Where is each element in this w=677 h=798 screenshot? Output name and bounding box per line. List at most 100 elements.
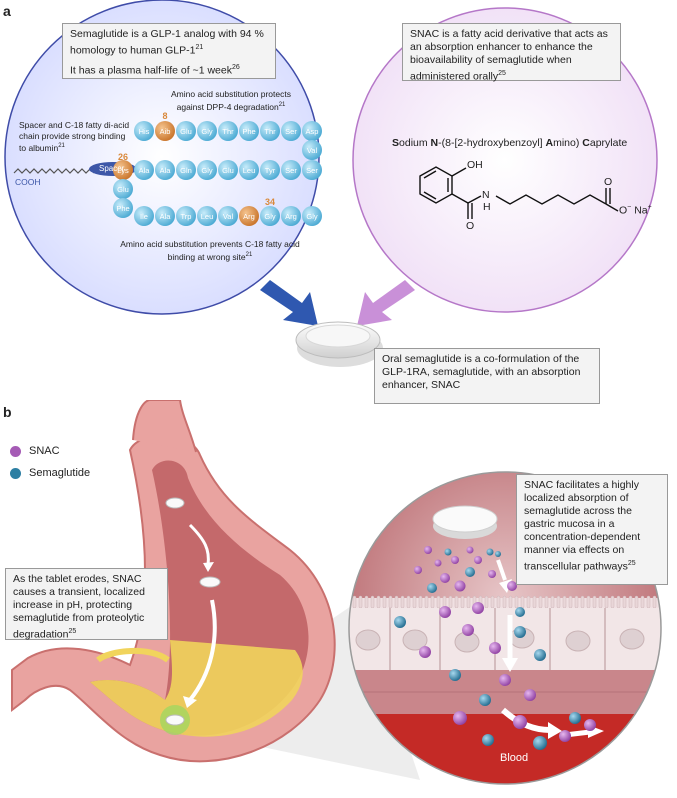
snac-molecule bbox=[451, 556, 459, 564]
amino-r2-6-bead bbox=[218, 160, 238, 180]
c18-note-ref: 21 bbox=[245, 251, 253, 258]
microvillus bbox=[514, 595, 519, 609]
snac-molecule bbox=[419, 646, 431, 658]
amino-turn-1-label: Ser bbox=[306, 166, 318, 175]
spacer-note: Spacer and C-18 fatty di-acid chain prov… bbox=[19, 120, 131, 153]
chem-o1: O bbox=[466, 220, 475, 232]
amino-r3-2-bead bbox=[155, 206, 175, 226]
microvillus bbox=[568, 595, 573, 609]
position-8-label: 8 bbox=[162, 111, 167, 121]
amino-r3-5-label: Val bbox=[223, 212, 234, 221]
amino-turn-1-bead bbox=[302, 160, 322, 180]
amino-r2-4-label: Gln bbox=[180, 166, 192, 175]
amino-r1-4-bead bbox=[218, 121, 238, 141]
snac-name-mino: mino) bbox=[553, 137, 583, 149]
snac-molecule bbox=[489, 642, 501, 654]
microvillus bbox=[388, 595, 393, 609]
chem-na: Na bbox=[634, 204, 648, 217]
chem-o3: O− Na+ bbox=[619, 204, 652, 217]
snac-structure bbox=[419, 166, 619, 219]
amino-r3-3-label: Trp bbox=[181, 212, 192, 221]
amino-r2-9-label: Ser bbox=[285, 166, 297, 175]
snac-name-odium: odium bbox=[399, 137, 431, 149]
amino-r3-0-bead bbox=[113, 198, 133, 218]
position-34-label: 34 bbox=[265, 197, 275, 207]
amino-r2-5-bead bbox=[197, 160, 217, 180]
glp1-callout-line1: Semaglutide is a GLP-1 analog with 94 % … bbox=[70, 28, 264, 57]
semaglutide-molecule bbox=[515, 607, 525, 617]
amino-r1-6-bead bbox=[260, 121, 280, 141]
chem-oh: OH bbox=[467, 159, 483, 171]
snac-molecule bbox=[507, 581, 517, 591]
amino-r3-3-bead bbox=[176, 206, 196, 226]
amino-r1-7-bead bbox=[281, 121, 301, 141]
amino-r1-1-bead bbox=[155, 121, 175, 141]
microvillus bbox=[628, 595, 633, 609]
amino-r2-8-bead bbox=[260, 160, 280, 180]
amino-turn-0-label: Val bbox=[307, 146, 318, 155]
dpp4-note-text: Amino acid substitution protects against… bbox=[170, 89, 291, 112]
amino-r3-4-label: Leu bbox=[201, 212, 214, 221]
microvillus bbox=[592, 595, 597, 609]
amino-r1-3-bead bbox=[197, 121, 217, 141]
snac-molecule bbox=[524, 689, 536, 701]
microvillus bbox=[436, 595, 441, 609]
erode-callout-ref: 25 bbox=[68, 628, 77, 635]
microvillus bbox=[616, 595, 621, 609]
microvillus bbox=[412, 595, 417, 609]
snac-molecule bbox=[454, 580, 466, 592]
snac-molecule bbox=[474, 556, 482, 564]
snac-molecule bbox=[440, 573, 450, 583]
erode-callout: As the tablet erodes, SNAC causes a tran… bbox=[5, 568, 168, 641]
semaglutide-molecule bbox=[394, 616, 406, 628]
amino-r2-0-bead bbox=[113, 179, 133, 199]
snac-molecule bbox=[466, 546, 474, 554]
dpp4-note-ref: 21 bbox=[278, 101, 286, 108]
microvillus bbox=[364, 595, 369, 609]
amino-r2-5-label: Gly bbox=[201, 166, 213, 175]
fatty-chain bbox=[13, 168, 95, 174]
blue-arrow bbox=[260, 280, 318, 326]
semaglutide-molecule bbox=[449, 669, 461, 681]
semaglutide-molecule bbox=[495, 551, 501, 557]
semaglutide-molecule bbox=[533, 736, 547, 750]
amino-r2-9-bead bbox=[281, 160, 301, 180]
amino-r2-2-bead bbox=[134, 160, 154, 180]
glp1-callout-line2: It has a plasma half-life of ~1 week bbox=[70, 64, 232, 76]
snac-callout-ref: 25 bbox=[498, 70, 506, 77]
snac-molecule bbox=[439, 606, 451, 618]
snac-name-n: N bbox=[430, 137, 439, 149]
chem-o3-letter: O bbox=[619, 204, 628, 217]
amino-r3-9-bead bbox=[302, 206, 322, 226]
amino-r3-2-label: Ala bbox=[160, 212, 172, 221]
snac-molecule bbox=[584, 719, 596, 731]
panel-a-label: a bbox=[3, 3, 11, 19]
microvillus bbox=[556, 595, 561, 609]
microvillus bbox=[490, 595, 495, 609]
semaglutide-legend-dot bbox=[10, 467, 21, 479]
amino-r1-6-label: Thr bbox=[264, 127, 276, 136]
semaglutide-molecule bbox=[465, 567, 475, 577]
glp1-callout-line2-ref: 26 bbox=[231, 63, 240, 71]
absorb-callout: SNAC facilitates a highly localized abso… bbox=[516, 474, 668, 585]
snac-callout: SNAC is a fatty acid derivative that act… bbox=[402, 23, 621, 83]
legend-semaglutide-label: Semaglutide bbox=[29, 467, 91, 479]
snac-molecule bbox=[513, 715, 527, 729]
legend-snac-label: SNAC bbox=[29, 445, 60, 457]
microvillus bbox=[349, 595, 351, 609]
amino-r1-1-label: Aib bbox=[160, 127, 171, 136]
tablet-top bbox=[165, 497, 185, 509]
microvillus bbox=[448, 595, 453, 609]
snac-molecule bbox=[414, 566, 422, 574]
legend-semaglutide: Semaglutide bbox=[10, 467, 90, 479]
microvillus bbox=[634, 595, 639, 609]
snac-callout-text: SNAC is a fatty acid derivative that act… bbox=[410, 28, 608, 83]
panel-b-label: b bbox=[3, 404, 12, 420]
microvillus bbox=[538, 595, 543, 609]
semaglutide-molecule bbox=[479, 694, 491, 706]
amino-r1-4-label: Thr bbox=[222, 127, 234, 136]
microvillus bbox=[544, 595, 549, 609]
panel-b-graphic bbox=[11, 400, 662, 785]
chem-h: H bbox=[483, 201, 491, 213]
position-26-label: 26 bbox=[118, 152, 128, 162]
